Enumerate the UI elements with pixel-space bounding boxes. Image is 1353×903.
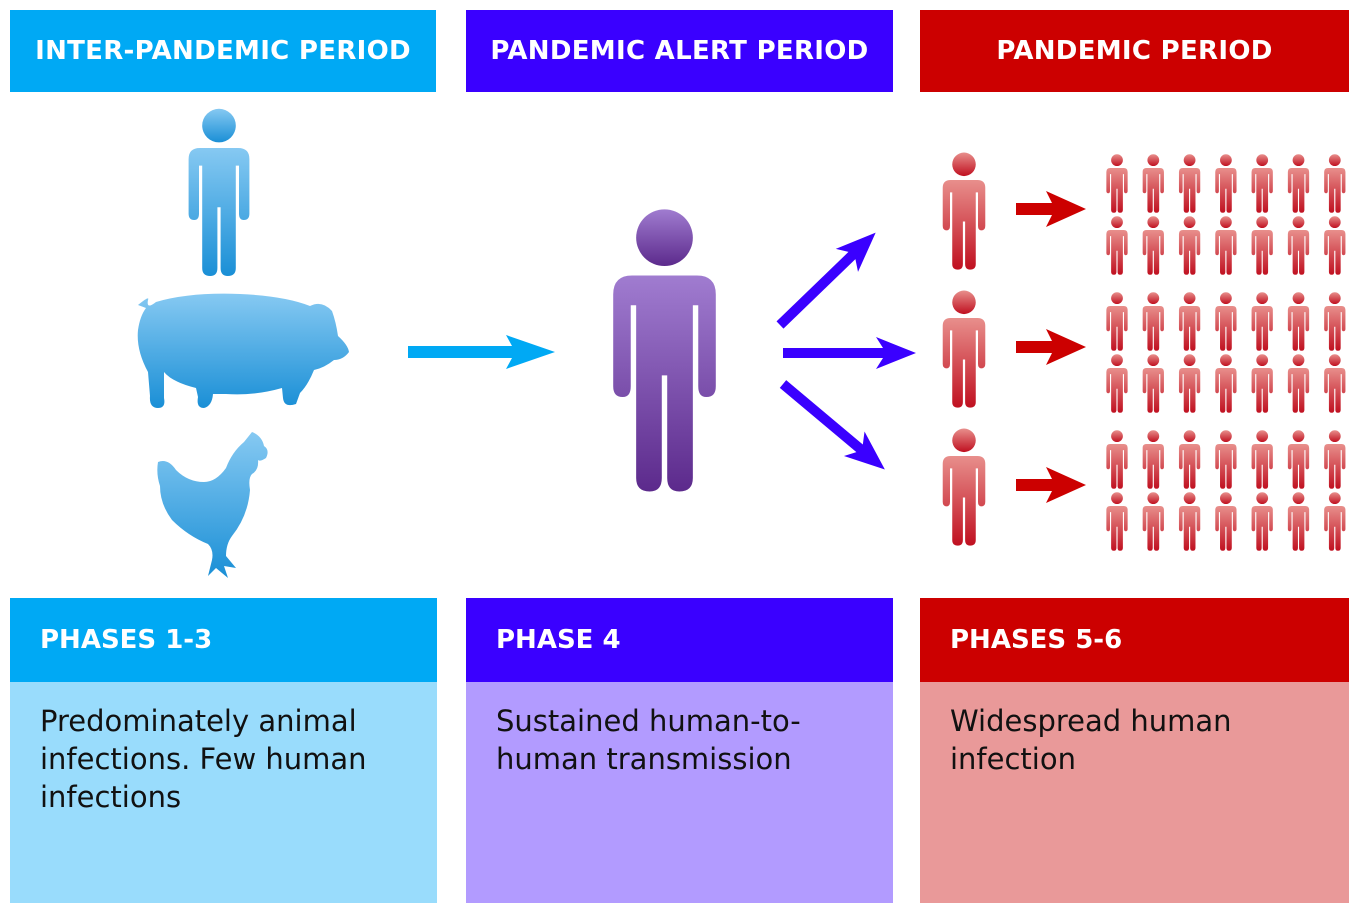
crowd-person-icon xyxy=(1287,492,1310,551)
pig-icon xyxy=(137,293,349,408)
arrow-right-icon xyxy=(1016,191,1086,227)
phase-label-4: PHASE 4 xyxy=(466,598,893,682)
crowd-person-icon xyxy=(1215,492,1237,551)
crowd-person-icon xyxy=(1178,154,1201,213)
crowd-person-icon xyxy=(1287,154,1310,213)
crowd-person-icon xyxy=(1215,292,1237,351)
crowd-person-icon xyxy=(1142,354,1164,413)
phase-label-5-6: PHASES 5-6 xyxy=(920,598,1349,682)
arrow-right-icon xyxy=(783,337,916,369)
crowd-person-icon xyxy=(1324,154,1346,213)
header-inter-pandemic: INTER-PANDEMIC PERIOD xyxy=(10,10,436,92)
header-pandemic-alert: PANDEMIC ALERT PERIOD xyxy=(466,10,893,92)
arrow-right-icon xyxy=(1016,467,1086,503)
crowd-person-icon xyxy=(1142,154,1164,213)
crowd-person-icon xyxy=(1324,216,1346,275)
crowd-icon xyxy=(1106,430,1346,551)
crowd-person-icon xyxy=(1215,354,1237,413)
crowd-person-icon xyxy=(1251,354,1273,413)
spread-rows xyxy=(942,152,1346,551)
crowd-icon xyxy=(1106,154,1346,275)
crowd-person-icon xyxy=(1106,430,1128,489)
crowd-person-icon xyxy=(1106,154,1128,213)
crowd-person-icon xyxy=(1251,292,1273,351)
crowd-person-icon xyxy=(1251,492,1273,551)
crowd-person-icon xyxy=(1178,216,1201,275)
crowd-person-icon xyxy=(1106,492,1128,551)
crowd-person-icon xyxy=(1287,430,1310,489)
human-icon-alert xyxy=(613,209,716,492)
crowd-person-icon xyxy=(1251,216,1273,275)
crowd-person-icon xyxy=(1178,492,1201,551)
crowd-person-icon xyxy=(1324,430,1346,489)
arrow-right-icon xyxy=(1016,329,1086,365)
human-icon xyxy=(188,108,250,276)
crowd-person-icon xyxy=(1251,430,1273,489)
arrow-down-right-icon xyxy=(779,380,885,470)
illustration xyxy=(137,108,1346,578)
crowd-person-icon xyxy=(1324,492,1346,551)
phase-description-1-3: Predominately animal infections. Few hum… xyxy=(10,682,437,903)
crowd-person-icon xyxy=(1106,216,1128,275)
crowd-person-icon xyxy=(1251,154,1273,213)
crowd-person-icon xyxy=(1178,430,1201,489)
chicken-icon xyxy=(157,432,268,578)
crowd-icon xyxy=(1106,292,1346,413)
crowd-person-icon xyxy=(1178,292,1201,351)
arrow-right-icon xyxy=(408,335,555,369)
phase-description-5-6: Widespread human infection xyxy=(920,682,1349,903)
crowd-person-icon xyxy=(1287,292,1310,351)
crowd-person-icon xyxy=(1106,292,1128,351)
human-icon xyxy=(942,290,986,408)
crowd-person-icon xyxy=(1142,430,1164,489)
crowd-person-icon xyxy=(1287,354,1310,413)
crowd-person-icon xyxy=(1178,354,1201,413)
crowd-person-icon xyxy=(1142,292,1164,351)
human-icon xyxy=(942,428,986,546)
arrow-up-right-icon xyxy=(776,232,876,329)
header-pandemic: PANDEMIC PERIOD xyxy=(920,10,1349,92)
crowd-person-icon xyxy=(1142,492,1164,551)
phase-description-4: Sustained human-to-human transmission xyxy=(466,682,893,903)
phase-label-1-3: PHASES 1-3 xyxy=(10,598,437,682)
spread-arrows xyxy=(776,232,916,470)
crowd-person-icon xyxy=(1324,292,1346,351)
crowd-person-icon xyxy=(1215,154,1237,213)
crowd-person-icon xyxy=(1215,430,1237,489)
crowd-person-icon xyxy=(1215,216,1237,275)
crowd-person-icon xyxy=(1324,354,1346,413)
crowd-person-icon xyxy=(1142,216,1164,275)
crowd-person-icon xyxy=(1106,354,1128,413)
crowd-person-icon xyxy=(1287,216,1310,275)
human-icon xyxy=(942,152,986,270)
